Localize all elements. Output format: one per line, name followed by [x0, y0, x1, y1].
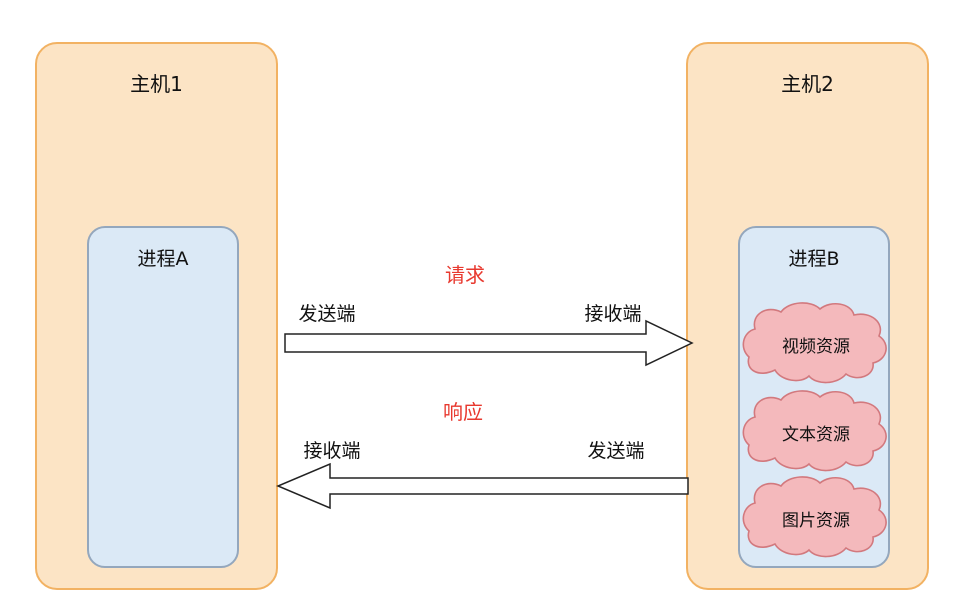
cloud-shape-icon — [742, 476, 887, 558]
response-arrow-icon — [276, 462, 689, 510]
text-resource-label: 文本资源 — [782, 424, 850, 445]
response-receiver-label: 接收端 — [303, 440, 361, 462]
process-a-title: 进程A — [137, 248, 189, 270]
response-label: 响应 — [443, 400, 483, 424]
process-a-box: 进程A — [87, 226, 239, 568]
image-resource-label: 图片资源 — [782, 510, 850, 531]
host2-title: 主机2 — [781, 72, 834, 96]
process-b-box: 进程B 视频资源 文本资源 图片资源 — [738, 226, 890, 568]
host1-title: 主机1 — [130, 72, 183, 96]
image-resource-cloud: 图片资源 — [741, 474, 891, 558]
request-arrow-icon — [284, 319, 694, 367]
host2-box: 主机2 进程B 视频资源 文本资源 图片资源 — [686, 42, 929, 590]
process-b-title: 进程B — [788, 248, 840, 270]
video-resource-label: 视频资源 — [782, 336, 850, 357]
host1-box: 主机1 进程A — [35, 42, 278, 590]
cloud-shape-icon — [742, 302, 887, 384]
request-label: 请求 — [445, 263, 485, 287]
request-sender-label: 发送端 — [298, 303, 356, 325]
cloud-shape-icon — [742, 390, 887, 472]
response-sender-label: 发送端 — [587, 440, 645, 462]
video-resource-cloud: 视频资源 — [741, 300, 891, 384]
request-receiver-label: 接收端 — [584, 303, 642, 325]
text-resource-cloud: 文本资源 — [741, 388, 891, 472]
